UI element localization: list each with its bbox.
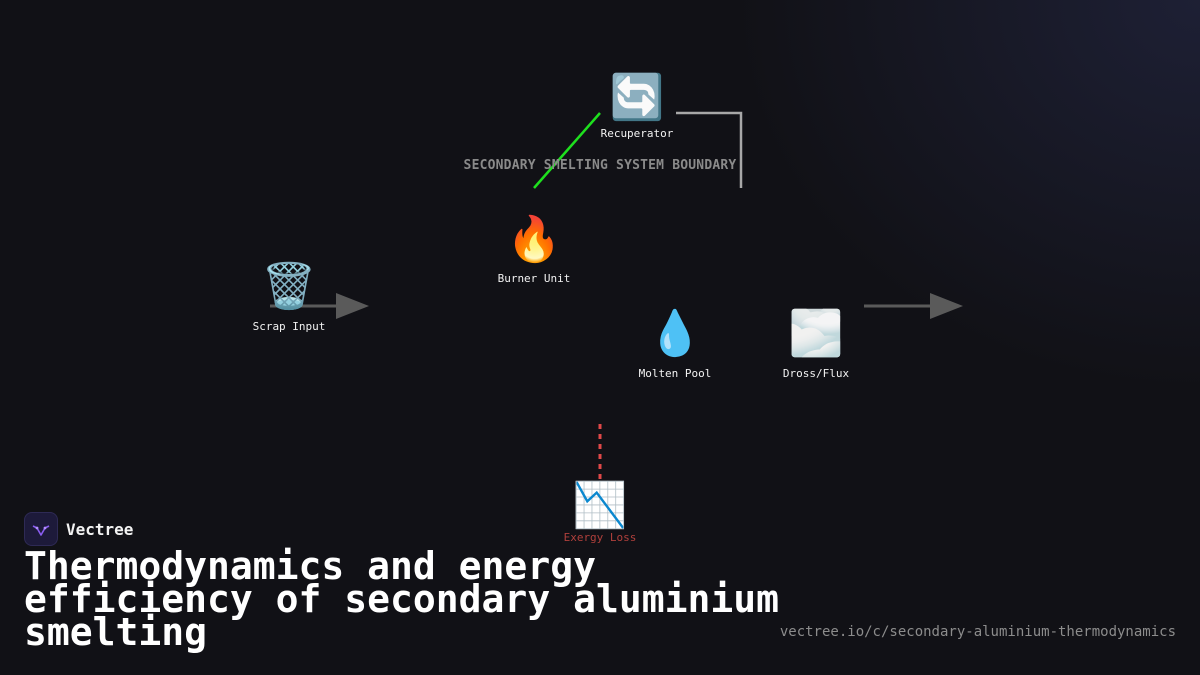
trash-can-icon: 🗑️: [261, 261, 317, 312]
brand-lockup[interactable]: Vectree: [24, 512, 133, 546]
dross-flux-label: Dross/Flux: [782, 367, 850, 380]
recuperator-label: Recuperator: [600, 127, 674, 140]
chart-decreasing-icon: 📉: [572, 480, 628, 531]
scrap-input-label: Scrap Input: [252, 320, 326, 333]
droplet-icon: 💧: [647, 308, 703, 359]
system-boundary-line: [676, 111, 743, 188]
exergy-loss-label: Exergy Loss: [563, 531, 637, 544]
brand-name: Vectree: [66, 519, 134, 539]
fire-icon: 🔥: [506, 214, 562, 265]
page-title: Thermodynamics and energy efficiency of …: [24, 544, 779, 654]
cycle-arrows-icon: 🔄: [609, 72, 665, 123]
burner-unit-label: Burner Unit: [497, 272, 571, 285]
heat-recovery-line: [533, 112, 601, 189]
fog-icon: 🌫️: [788, 308, 844, 359]
vectree-logo-icon: [24, 512, 58, 546]
molten-pool-label: Molten Pool: [638, 367, 712, 380]
system-boundary-label: SECONDARY SMELTING SYSTEM BOUNDARY: [463, 158, 737, 173]
footer-url[interactable]: vectree.io/c/secondary-aluminium-thermod…: [779, 624, 1176, 640]
